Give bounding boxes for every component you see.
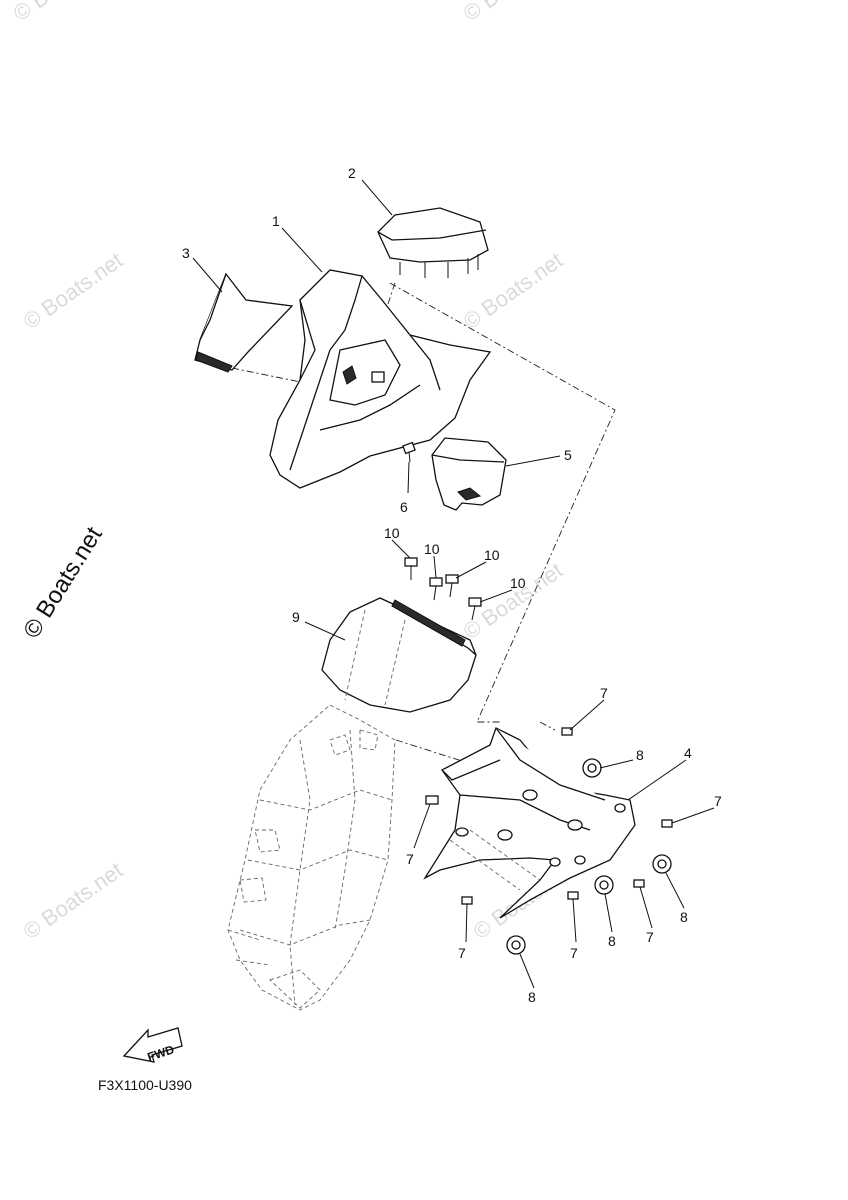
ghost-frame — [227, 704, 396, 1011]
fwd-arrow-icon: FWD — [122, 1027, 183, 1064]
part-8-grommets — [506, 758, 672, 955]
callout-1: 1 — [272, 213, 280, 229]
watermark-main: © Boats.net — [18, 522, 108, 643]
callout-7: 7 — [600, 685, 608, 701]
callout-10: 10 — [424, 541, 440, 557]
callout-5: 5 — [564, 447, 572, 463]
part-5-cover — [431, 437, 507, 511]
callout-10: 10 — [510, 575, 526, 591]
watermark-faint: © Boats.net — [9, 0, 118, 26]
leader-lines — [192, 179, 715, 989]
callout-7: 7 — [714, 793, 722, 809]
part-7-screws — [425, 727, 673, 905]
callout-3: 3 — [182, 245, 190, 261]
part-9-meter — [321, 597, 477, 713]
callout-8: 8 — [680, 909, 688, 925]
watermark-faint: © Boats.net — [19, 857, 128, 944]
part-10-screws — [404, 557, 482, 621]
callout-7: 7 — [406, 851, 414, 867]
callout-10: 10 — [484, 547, 500, 563]
callout-numbers: 2 1 3 5 6 10 10 10 10 9 7 8 4 7 7 8 8 7 … — [182, 165, 722, 1005]
callout-7: 7 — [570, 945, 578, 961]
part-1-front-cowling — [269, 269, 492, 489]
callout-10: 10 — [384, 525, 400, 541]
callout-6: 6 — [400, 499, 408, 515]
watermark-faint: © Boats.net — [19, 247, 128, 334]
diagram-code: F3X1100-U390 — [98, 1077, 192, 1093]
callout-2: 2 — [348, 165, 356, 181]
part-6-screw — [402, 441, 416, 463]
callout-7: 7 — [646, 929, 654, 945]
watermark-faint: © Boats.net — [459, 247, 568, 334]
callout-8: 8 — [528, 989, 536, 1005]
part-3-side-cover — [194, 272, 294, 373]
watermark-faint: © Boats.net — [459, 0, 568, 26]
part-4-lower-cover — [423, 727, 636, 919]
callout-8: 8 — [608, 933, 616, 949]
part-2-visor — [377, 207, 489, 278]
callout-4: 4 — [684, 745, 692, 761]
callout-8: 8 — [636, 747, 644, 763]
callout-7: 7 — [458, 945, 466, 961]
callout-9: 9 — [292, 609, 300, 625]
